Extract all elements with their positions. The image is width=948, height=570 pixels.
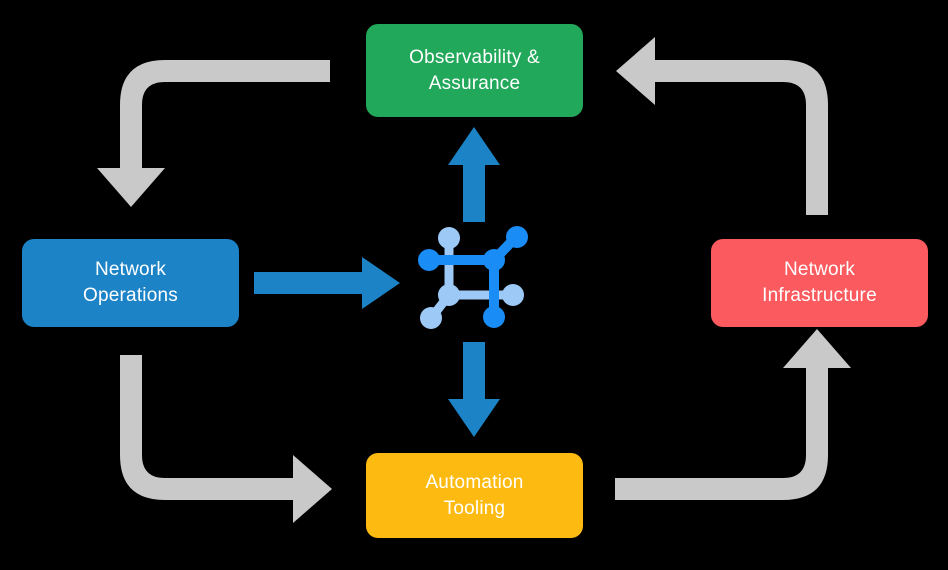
node-box-network-operations[interactable]: Network Operations: [22, 239, 239, 327]
arrow-center-to-observability: [448, 127, 500, 222]
arrow-center-to-automation-tooling: [448, 342, 500, 437]
node-box-network-infrastructure[interactable]: Network Infrastructure: [711, 239, 928, 327]
arrow-network-operations-to-automation-tooling: [120, 355, 332, 523]
arrow-observability-to-network-operations: [97, 60, 330, 207]
arrow-network-infrastructure-to-observability: [616, 37, 828, 215]
node-box-observability[interactable]: Observability & Assurance: [366, 24, 583, 117]
network-topology-icon-svg: [418, 226, 528, 329]
arrow-network-operations-to-center: [254, 257, 400, 309]
arrow-automation-tooling-to-network-infrastructure: [615, 329, 851, 500]
network-dark-nodes: [418, 226, 528, 328]
network-light-nodes: [420, 227, 524, 329]
node-box-automation-tooling[interactable]: Automation Tooling: [366, 453, 583, 538]
network-topology-icon: [418, 218, 536, 336]
